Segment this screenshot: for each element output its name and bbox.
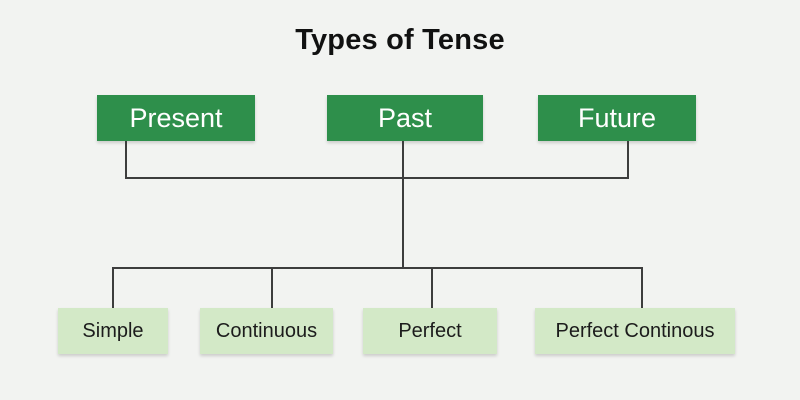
node-present: Present bbox=[97, 95, 255, 141]
connector-top-rail bbox=[125, 177, 629, 179]
connector-bottom-rail bbox=[112, 267, 643, 269]
connector-continuous-drop bbox=[271, 267, 273, 308]
connector-future-drop bbox=[627, 141, 629, 179]
node-simple: Simple bbox=[58, 308, 168, 354]
connector-past-trunk bbox=[402, 141, 404, 269]
diagram-title: Types of Tense bbox=[295, 24, 505, 56]
connector-perfect-continous-drop bbox=[641, 267, 643, 308]
connector-simple-drop bbox=[112, 267, 114, 308]
connector-perfect-drop bbox=[431, 267, 433, 308]
connector-present-drop bbox=[125, 141, 127, 179]
node-continuous: Continuous bbox=[200, 308, 333, 354]
node-past: Past bbox=[327, 95, 483, 141]
node-future: Future bbox=[538, 95, 696, 141]
node-perfect-continous: Perfect Continous bbox=[535, 308, 735, 354]
node-perfect: Perfect bbox=[363, 308, 497, 354]
